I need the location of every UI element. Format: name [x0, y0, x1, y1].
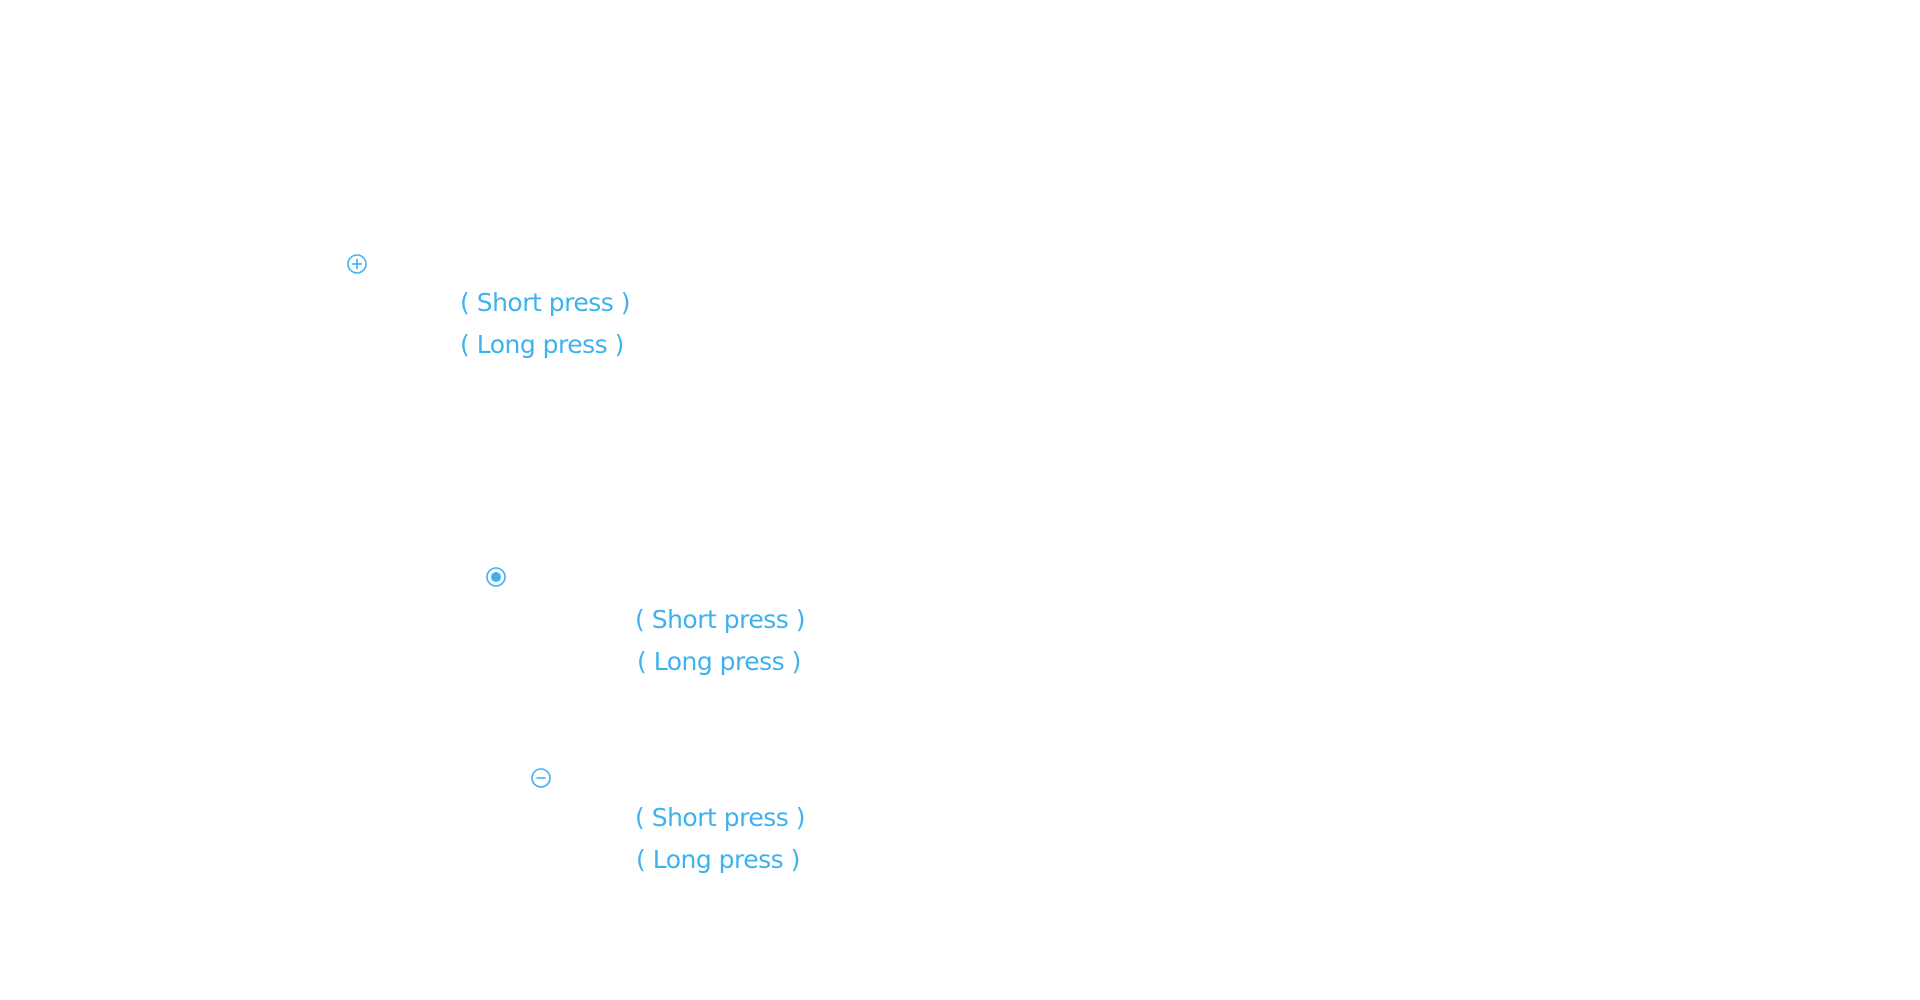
- minus-circle-icon: [531, 768, 551, 788]
- radio-dot-circle-icon: [486, 567, 506, 587]
- short-press-label: ( Short press ): [635, 803, 805, 832]
- short-press-label: ( Short press ): [460, 288, 630, 317]
- plus-circle-icon: [347, 254, 367, 274]
- long-press-label: ( Long press ): [637, 647, 801, 676]
- long-press-label: ( Long press ): [636, 845, 800, 874]
- short-press-label: ( Short press ): [635, 605, 805, 634]
- long-press-label: ( Long press ): [460, 330, 624, 359]
